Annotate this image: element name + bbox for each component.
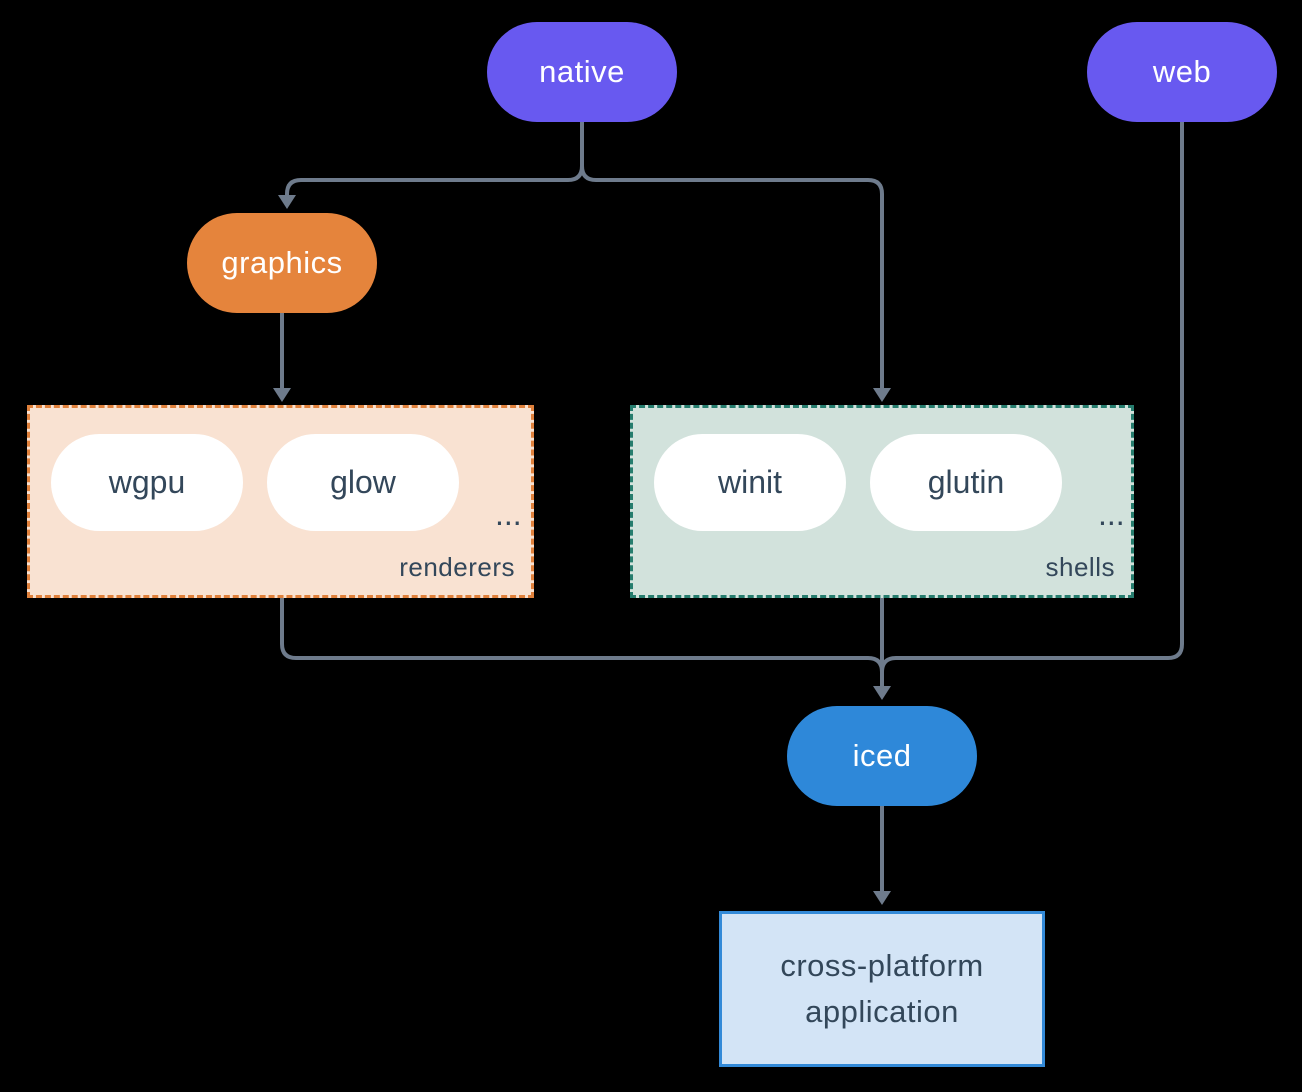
arrowhead-app [873, 891, 891, 905]
pill-wgpu: wgpu [51, 434, 243, 531]
edge-native-to-shells [580, 165, 884, 389]
arrowhead-graphics [278, 195, 296, 209]
shells-ellipsis: ... [1098, 496, 1125, 532]
renderers-ellipsis: ... [495, 496, 522, 532]
node-cross-platform-application: cross-platform application [719, 911, 1045, 1067]
group-shells: winit glutin ... shells [630, 405, 1134, 598]
edge-native-to-graphics [285, 165, 584, 196]
node-iced: iced [787, 706, 977, 806]
pill-glutin: glutin [870, 434, 1062, 531]
app-label-line2: application [805, 994, 959, 1029]
arrowhead-iced [873, 686, 891, 700]
arrowhead-renderers [273, 388, 291, 402]
edge-renderers-to-iced [280, 598, 884, 673]
node-graphics: graphics [187, 213, 377, 313]
renderers-group-label: renderers [399, 552, 515, 582]
pill-glow: glow [267, 434, 459, 531]
arrowhead-shells [873, 388, 891, 402]
node-web: web [1087, 22, 1277, 122]
pill-winit: winit [654, 434, 846, 531]
group-renderers: wgpu glow ... renderers [27, 405, 534, 598]
shells-group-label: shells [1045, 552, 1115, 582]
node-native: native [487, 22, 677, 122]
app-label-line1: cross-platform [780, 948, 984, 983]
